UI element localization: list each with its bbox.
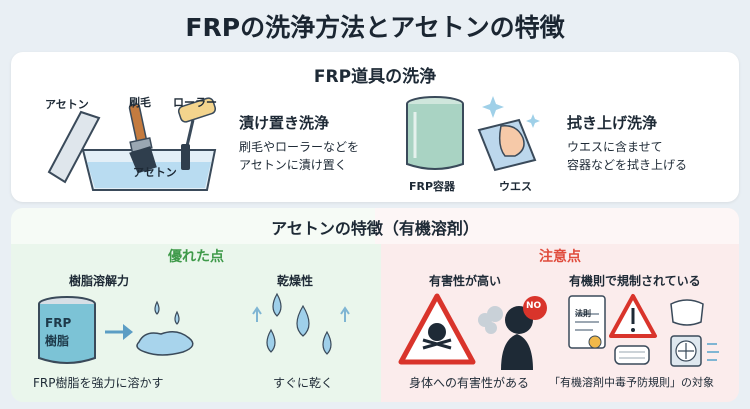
acetone-features-panel: アセトンの特徴（有機溶剤） 優れた点 樹脂溶解力 FRP 樹脂 FRP樹脂を強力…: [11, 208, 739, 402]
solvency-title: 樹脂溶解力: [69, 274, 130, 288]
label-frp-container: FRP容器: [409, 180, 456, 193]
solvency-illustration: [38, 296, 194, 364]
no-badge-label: NO: [526, 301, 542, 311]
label-acetone-lid: アセトン: [45, 98, 89, 111]
puddle-icon: [136, 300, 194, 356]
gas-mask-icon: [670, 299, 704, 326]
tray-icon: [81, 149, 217, 191]
resin-can-label1: FRP: [45, 316, 72, 330]
law-document-label: 法則: [575, 309, 591, 318]
drying-title: 乾燥性: [277, 274, 314, 288]
toxicity-title: 有害性が高い: [429, 274, 502, 288]
page-title: FRPの洗浄方法とアセトンの特徴: [185, 13, 565, 42]
law-document-icon: [568, 295, 606, 349]
label-roller: ローラー: [173, 96, 217, 109]
acetone-features-heading: アセトンの特徴（有機溶剤）: [271, 219, 479, 238]
cautions-heading: 注意点: [539, 249, 581, 265]
soak-cleaning-line1: 刷毛やローラーなどを: [239, 140, 360, 154]
wipe-cleaning-title: 拭き上げ洗浄: [567, 114, 658, 132]
label-acetone-tray: アセトン: [133, 166, 177, 179]
label-cloth: ウエス: [499, 180, 532, 193]
resin-can-icon: [38, 296, 96, 364]
regulation-illustration: [568, 294, 719, 367]
roller-icon: [177, 97, 217, 170]
evaporation-arrows-icon: [252, 306, 350, 322]
ventilation-fan-icon: [670, 335, 719, 367]
fumes-icon: [478, 306, 503, 334]
wipe-illustration: [406, 96, 540, 172]
tool-cleaning-heading: FRP道具の洗浄: [313, 67, 437, 87]
label-brush: 刷毛: [129, 96, 151, 109]
solvency-caption: FRP樹脂を強力に溶かす: [33, 376, 164, 390]
soak-cleaning-title: 漬け置き洗浄: [239, 114, 330, 132]
droplets-icon: [266, 292, 332, 355]
drying-caption: すぐに乾く: [273, 376, 334, 390]
no-badge-icon: [523, 296, 547, 320]
wipe-cleaning-line2: 容器などを拭き上げる: [567, 158, 688, 172]
frp-container-icon: [406, 96, 464, 170]
merits-heading: 優れた点: [168, 249, 224, 265]
wipe-cleaning-line1: ウエスに含ませて: [567, 140, 663, 154]
warning-triangle-icon: [609, 294, 657, 338]
soak-cleaning-line2: アセトンに漬け置く: [239, 158, 347, 172]
resin-can-label2: 樹脂: [45, 334, 70, 348]
soak-tray-illustration: [47, 97, 217, 191]
sparkle-icon: [482, 96, 540, 128]
face-mask-icon: [614, 345, 650, 365]
drying-illustration: [252, 292, 350, 355]
arrow-right-icon: [105, 324, 133, 340]
toxicity-caption: 身体への有害性がある: [409, 376, 530, 390]
brush-icon: [128, 103, 157, 174]
regulation-caption: 「有機溶剤中毒予防規則」の対象: [549, 376, 714, 389]
tool-cleaning-panel: FRP道具の洗浄 アセトン 刷毛 ローラー アセトン 漬け置き洗浄 刷毛やローラ…: [11, 52, 739, 202]
skull-warning-icon: [398, 293, 476, 365]
regulation-title: 有機則で規制されている: [569, 274, 701, 288]
tray-lid-icon: [47, 110, 101, 184]
cloth-hand-icon: [477, 118, 537, 172]
toxicity-illustration: [398, 293, 547, 370]
